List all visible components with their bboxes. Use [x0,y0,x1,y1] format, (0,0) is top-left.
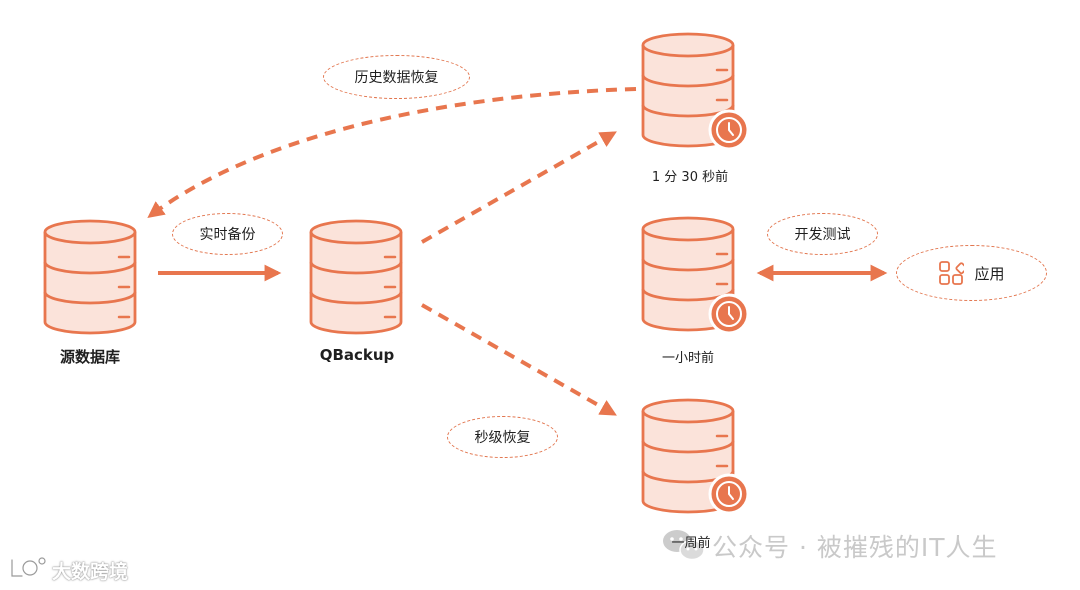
ai-logo-icon [10,557,46,578]
source-db-label: 源数据库 [59,348,121,366]
qbackup-label: QBackup [319,346,395,364]
realtime-backup-text: 实时备份 [199,227,256,243]
source-database-icon [43,219,137,335]
watermark-left: 大数跨境 [52,561,129,583]
clock-icon [708,473,750,515]
watermark-right: 公众号 · 被摧残的IT人生 [712,533,998,562]
history-restore-text: 历史数据恢复 [354,70,439,86]
snapshot-1w-label: 一周前 [671,536,711,551]
qbackup-database-icon [309,219,403,335]
clock-icon [708,109,750,151]
backup-to-90s-arrow [421,131,617,244]
snapshot-1h-label: 一小时前 [661,351,715,366]
clock-icon [708,293,750,335]
backup-to-1w-arrow [421,303,617,416]
history-restore-arrow [147,87,637,219]
history-restore-label: 历史数据恢复 [323,55,470,99]
apps-grid-icon [939,261,965,285]
application-node: 应用 [896,245,1047,301]
realtime-backup-label: 实时备份 [172,213,283,255]
second-restore-label: 秒级恢复 [447,416,558,458]
snapshot-90s-database-icon [641,32,735,148]
second-restore-text: 秒级恢复 [474,430,531,446]
dev-test-text: 开发测试 [794,227,851,243]
dev-test-label: 开发测试 [767,213,878,255]
snapshot-90s-label: 1 分 30 秒前 [651,170,729,185]
application-label: 应用 [974,264,1005,283]
wechat-icon [663,530,705,561]
